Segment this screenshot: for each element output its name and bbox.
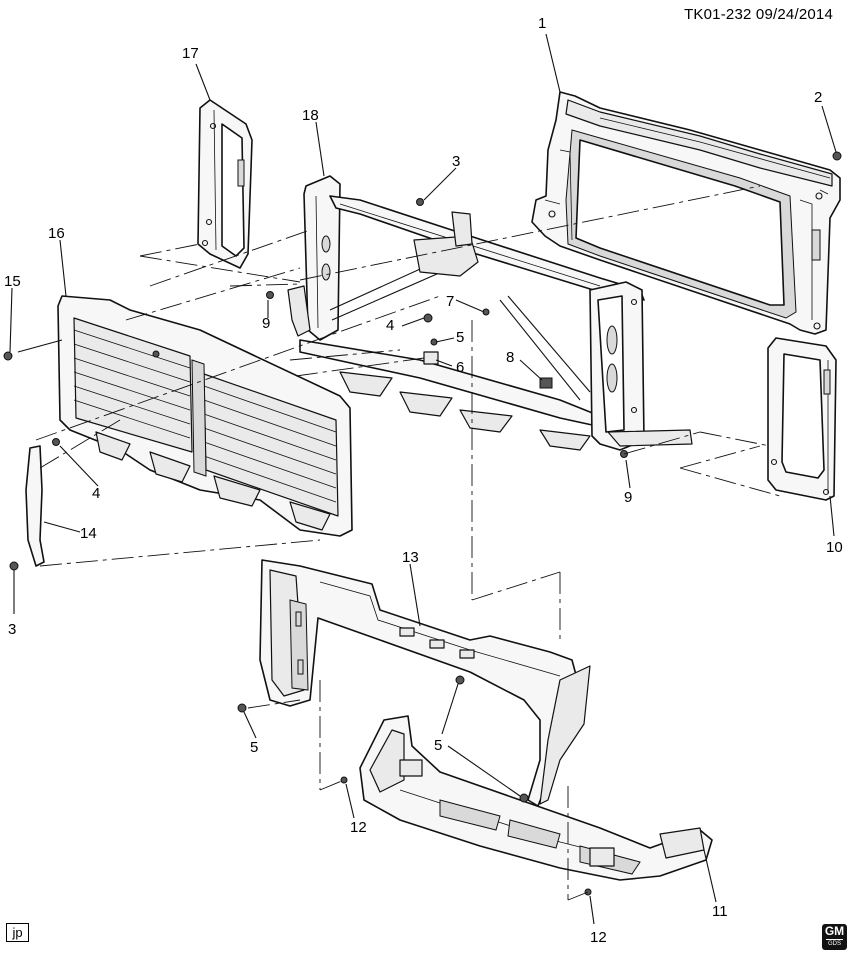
callout-12-right: 12 (590, 929, 607, 946)
callout-11: 11 (712, 903, 728, 920)
callout-14: 14 (80, 525, 97, 542)
part-18-shutter-frame (287, 175, 693, 451)
drawing-header: TK01-232 09/24/2014 (684, 6, 833, 23)
part-8-actuator (539, 377, 553, 389)
callout-12-left: 12 (350, 819, 367, 836)
gm-logo-subtext: GDS (827, 941, 841, 947)
callout-13: 13 (402, 549, 419, 566)
callout-labels: 1 2 3 3 4 4 5 5 5 6 7 8 9 9 10 11 12 12 … (4, 15, 843, 946)
part-3-bolt-lower (9, 561, 19, 571)
callout-10: 10 (826, 539, 843, 556)
part-10-air-baffle-right (767, 337, 837, 501)
callout-3-upper: 3 (452, 153, 460, 170)
part-13-lower-support (259, 559, 591, 807)
callout-4-upper: 4 (386, 317, 394, 334)
fasteners-lower (237, 675, 592, 896)
part-5-bolt-right (519, 793, 529, 803)
callout-8: 8 (506, 349, 514, 366)
gm-logo-rule (826, 939, 843, 940)
gm-logo-text: GM (824, 924, 845, 938)
part-15-bolt (3, 351, 13, 361)
callout-18: 18 (302, 107, 319, 124)
part-14-rod (9, 438, 60, 571)
callout-16: 16 (48, 225, 65, 242)
callout-3-lower: 3 (8, 621, 16, 638)
callout-6: 6 (456, 359, 464, 376)
part-4-clip-upper (423, 313, 433, 323)
callout-17: 17 (182, 45, 199, 62)
callout-4-lower: 4 (92, 485, 100, 502)
callout-2: 2 (814, 89, 822, 106)
phantom-lines (35, 185, 781, 901)
callout-9-right: 9 (624, 489, 632, 506)
part-4-clip-lower (52, 438, 60, 446)
part-5-bolt-left (237, 703, 247, 713)
part-6-bracket (423, 351, 439, 365)
author-initials: jp (6, 923, 29, 942)
callout-5-left: 5 (250, 739, 258, 756)
callout-5-center: 5 (434, 737, 442, 754)
leader-lines (9, 33, 837, 925)
drawing-date: 09/24/2014 (755, 6, 833, 23)
callout-1: 1 (538, 15, 546, 32)
part-9-nut-left (266, 291, 274, 299)
callout-15: 15 (4, 273, 21, 290)
fasteners-frame (3, 198, 628, 458)
part-16-shutter-assembly (57, 295, 353, 537)
callout-7: 7 (446, 293, 454, 310)
part-3-bolt-upper (416, 198, 424, 206)
part-1-radiator-support (531, 91, 841, 335)
gm-logo: GM GDS (822, 924, 847, 950)
part-11-air-deflector (359, 715, 713, 881)
drawing-code: TK01-232 (684, 6, 752, 23)
part-5-bolt-center (455, 675, 465, 685)
part-17-air-baffle-left (197, 99, 253, 269)
part-12-clip-left (340, 776, 348, 784)
callout-9-left: 9 (262, 315, 270, 332)
part-2-bolt (832, 151, 842, 161)
callout-5-upper: 5 (456, 329, 464, 346)
